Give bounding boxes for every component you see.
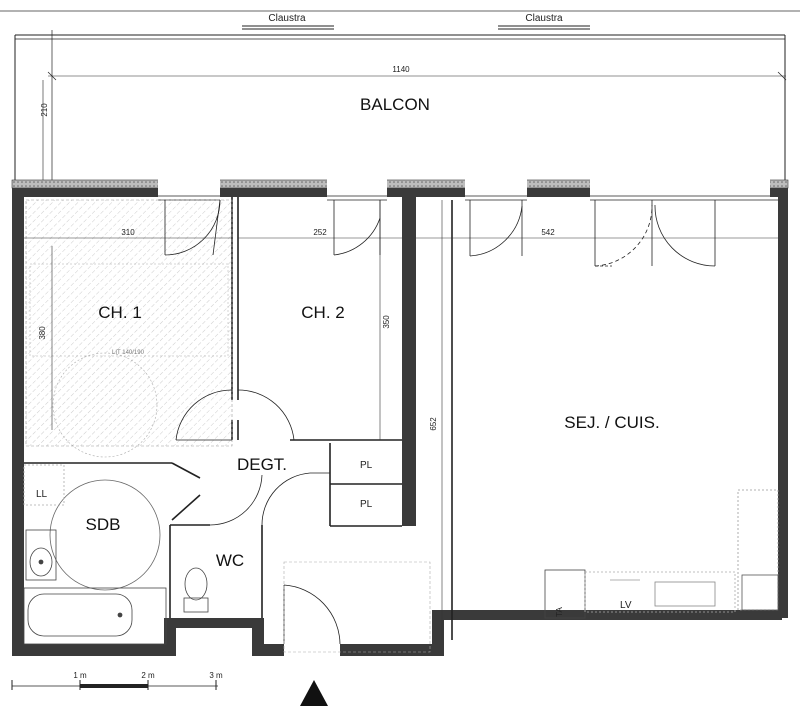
bed-ch1: LIT 140/190 — [25, 199, 233, 458]
bed-size-note: LIT 140/190 — [112, 350, 145, 356]
scale-tick-1m: 1 m — [73, 671, 87, 680]
laundry-label: LL — [36, 489, 48, 500]
ta-label: TA — [555, 607, 564, 617]
balcony: 1140 210 BALCON — [11, 30, 789, 189]
kitchen-fixtures — [544, 489, 779, 619]
claustra-left: Claustra — [242, 13, 334, 30]
room-label-degt: DEGT. — [237, 455, 287, 474]
room-label-sejour: SEJ. / CUIS. — [564, 413, 659, 432]
entrance-arrow-icon — [300, 680, 328, 706]
toilet — [183, 567, 209, 613]
room-label-ch1: CH. 1 — [98, 303, 141, 322]
claustra-right-label: Claustra — [525, 13, 563, 24]
balcony-width-dimension: 1140 — [392, 65, 410, 74]
balcony-depth-dimension: 210 — [40, 103, 49, 117]
ch2-width-dimension: 252 — [313, 228, 327, 237]
entrance-area — [283, 561, 431, 653]
claustra-left-label: Claustra — [268, 13, 306, 24]
dimension-lines — [24, 200, 778, 640]
closet-bottom-label: PL — [360, 499, 373, 510]
sejour-width-dimension: 542 — [541, 228, 555, 237]
balcony-label: BALCON — [360, 95, 430, 114]
room-label-sdb: SDB — [86, 515, 121, 534]
facade-windows — [158, 178, 780, 201]
scale-bar: 1 m 2 m 3 m — [11, 671, 223, 690]
scale-tick-2m: 2 m — [141, 671, 155, 680]
ch2-depth-dimension: 350 — [382, 315, 391, 329]
room-label-wc: WC — [216, 551, 244, 570]
walls — [12, 188, 788, 656]
door-swings — [164, 199, 716, 645]
claustra-right: Claustra — [498, 13, 590, 30]
dishwasher-label: LV — [620, 600, 632, 611]
sejour-depth-dimension: 652 — [429, 417, 438, 431]
room-label-ch2: CH. 2 — [301, 303, 344, 322]
closet-top-label: PL — [360, 460, 373, 471]
ch1-width-dimension: 310 — [121, 228, 135, 237]
scale-tick-3m: 3 m — [209, 671, 223, 680]
ch1-depth-dimension: 380 — [38, 326, 47, 340]
bathroom-fixtures — [23, 464, 167, 645]
